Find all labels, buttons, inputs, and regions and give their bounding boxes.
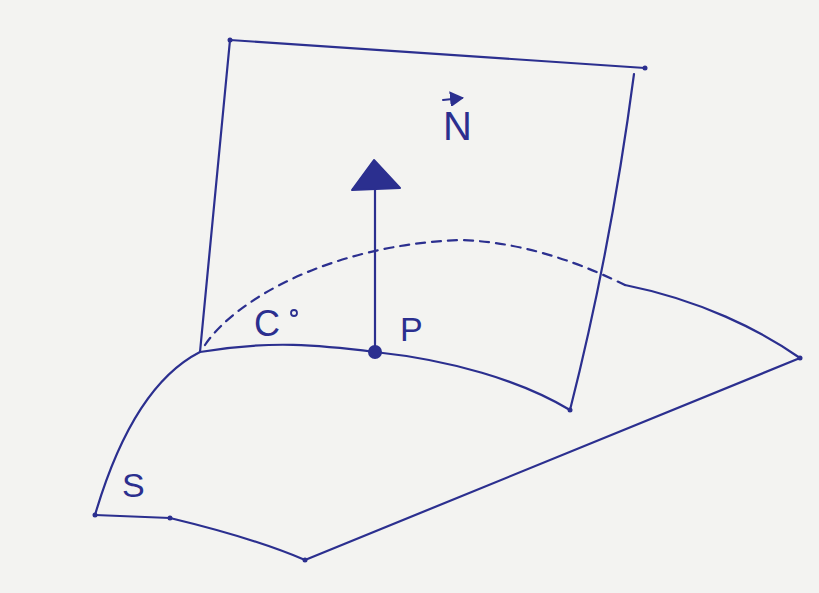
surface-label: S (120, 468, 147, 502)
surface-bottom-edge (95, 358, 800, 560)
surface-ridge (200, 345, 570, 410)
vector-label: N (441, 106, 474, 146)
normal-vector-shaft (374, 188, 376, 352)
vector-accent (443, 98, 462, 100)
corner-dots (93, 38, 803, 563)
point-label: P (398, 312, 425, 346)
surface-back-edge (625, 285, 800, 358)
plane-outline (200, 40, 645, 352)
curve-label: C (252, 306, 282, 342)
curve-c-dashed (205, 240, 625, 345)
c-mark (291, 310, 297, 316)
surface-left-edge (95, 352, 200, 515)
normal-vector-head (352, 160, 400, 190)
plane-edge (570, 74, 634, 410)
point-p (368, 345, 382, 359)
